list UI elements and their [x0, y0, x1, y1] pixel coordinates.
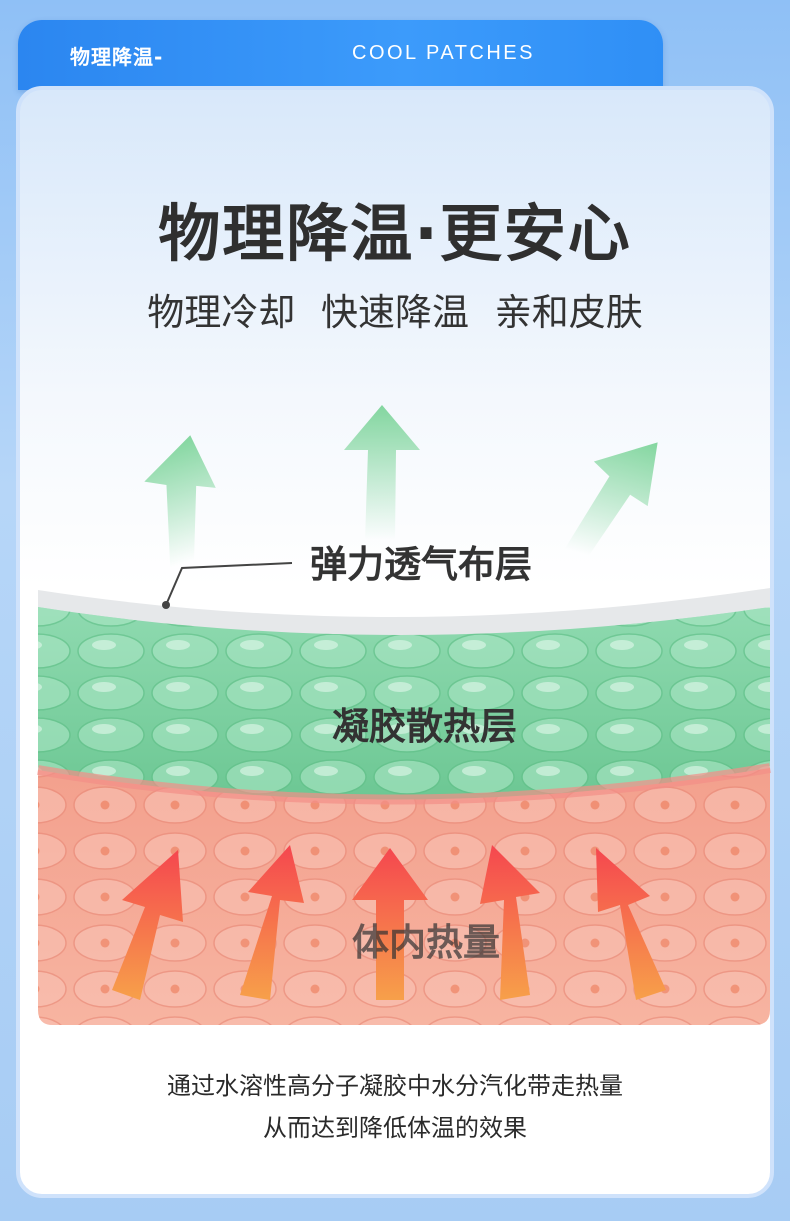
heat-arrow-1 — [112, 850, 183, 1000]
footer-line-2: 从而达到降低体温的效果 — [263, 1114, 527, 1142]
label-fabric-layer: 弹力透气布层 — [310, 543, 532, 586]
up-arrow-left — [144, 435, 216, 568]
fabric-layer — [38, 588, 770, 640]
tab-title: 物理降温- — [70, 45, 164, 69]
up-arrow-center — [344, 405, 420, 540]
heat-arrow-3 — [352, 848, 428, 1000]
subline: 物理冷却 快速降温 亲和皮肤 — [147, 291, 643, 334]
fabric-pointer-dot — [162, 601, 170, 609]
headline: 物理降温·更安心 — [158, 197, 632, 270]
heat-arrow-4 — [480, 845, 540, 1000]
up-arrow-right — [564, 442, 658, 556]
heat-arrow-2 — [240, 845, 304, 1000]
fabric-pointer-line — [165, 562, 293, 606]
label-gel-layer: 凝胶散热层 — [332, 705, 517, 748]
header-tab — [18, 20, 663, 90]
footer-line-1: 通过水溶性高分子凝胶中水分汽化带走热量 — [167, 1072, 623, 1100]
label-body-heat: 体内热量 — [352, 921, 500, 964]
heat-arrow-5 — [596, 848, 666, 1000]
tab-subtitle: COOL PATCHES — [352, 42, 535, 64]
